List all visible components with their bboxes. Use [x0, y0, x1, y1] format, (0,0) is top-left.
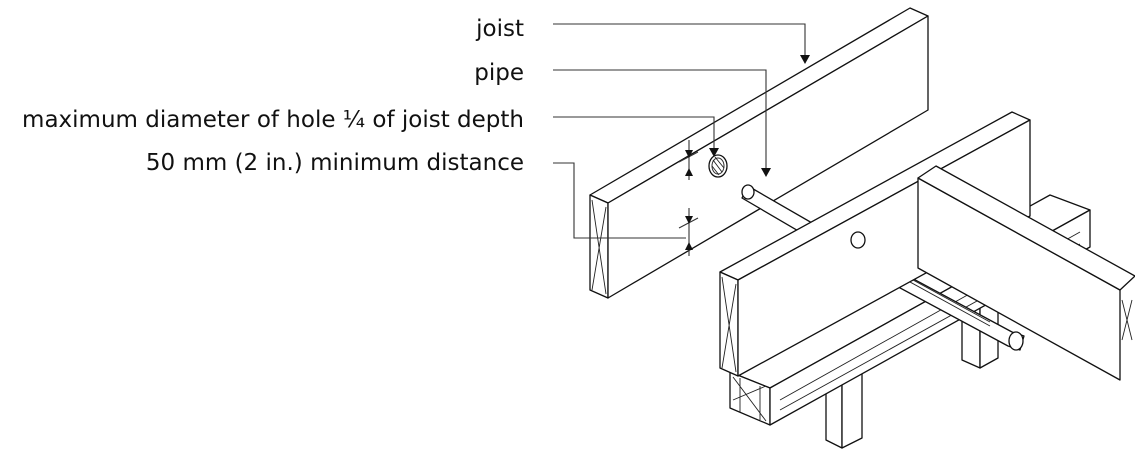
hole: [708, 154, 728, 178]
label-pipe: pipe: [474, 60, 524, 86]
leader-min-distance: [553, 140, 699, 256]
post-front: [825, 361, 863, 449]
label-max-hole-diameter: maximum diameter of hole ¼ of joist dept…: [22, 107, 524, 133]
back-joist: [589, 7, 929, 299]
leader-max-hole: [553, 116, 719, 157]
label-joist: joist: [476, 16, 524, 42]
leader-joist: [553, 23, 810, 64]
label-min-distance: 50 mm (2 in.) minimum distance: [145, 150, 524, 176]
leader-pipe: [553, 69, 771, 177]
side-joist: [917, 165, 1135, 381]
